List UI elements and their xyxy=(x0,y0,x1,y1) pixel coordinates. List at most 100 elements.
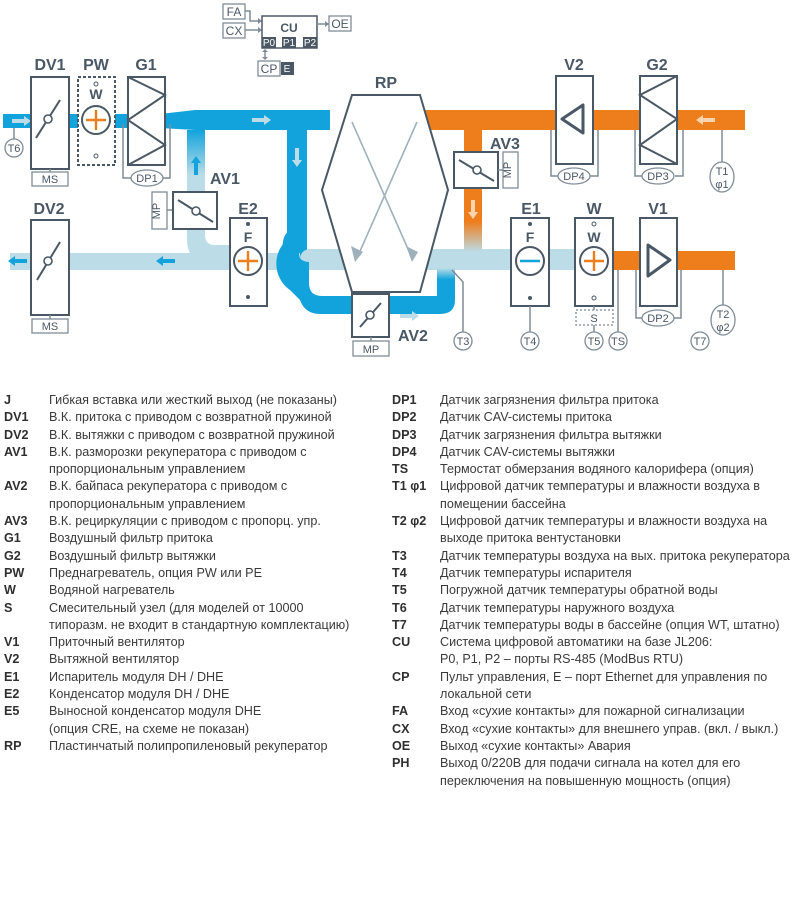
mp-av2-label: MP xyxy=(363,344,380,356)
legend-code: CX xyxy=(392,721,410,736)
legend-item: E2 Конденсатор модуля DH / DHE xyxy=(4,686,394,703)
svg-text:CU: CU xyxy=(280,21,297,35)
preheater-pw[interactable]: PW W xyxy=(77,57,116,166)
sensor-t5[interactable]: T5 xyxy=(584,331,604,351)
damper-dv1[interactable]: DV1 MS xyxy=(30,57,70,187)
arrow-left-icon xyxy=(696,115,715,125)
legend-code: S xyxy=(4,600,13,615)
legend-description: Преднагреватель, опция PW или PE xyxy=(49,565,262,580)
fan-v2[interactable]: V2 DP4 xyxy=(550,57,599,185)
legend-code: E1 xyxy=(4,669,20,684)
sensor-t2-phi2[interactable]: T2 φ2 xyxy=(710,270,736,336)
damper-av1[interactable]: AV1 MP xyxy=(151,171,240,230)
water-heater-w[interactable]: W W S xyxy=(574,201,614,333)
legend-item: PW Преднагреватель, опция PW или PE xyxy=(4,565,394,582)
damper-av2[interactable]: MP AV2 xyxy=(351,293,428,357)
fan-v1[interactable]: V1 DP2 xyxy=(635,201,682,327)
legend-description: В.К. разморозки рекуператора с приводом … xyxy=(49,444,307,477)
ms2-label: MS xyxy=(42,321,59,333)
legend-code: T5 xyxy=(392,583,407,598)
legend-code: PW xyxy=(4,565,25,580)
evaporator-e1[interactable]: E1 F xyxy=(510,201,550,333)
dv1-label: DV1 xyxy=(34,57,65,74)
e1-label: E1 xyxy=(521,201,541,218)
legend-description: Выносной конденсатор модуля DHE (опция C… xyxy=(49,704,262,736)
cu-controller[interactable]: CU P0 P1 P2 xyxy=(261,15,318,49)
w-w-label: W xyxy=(587,229,601,245)
pw-label: PW xyxy=(83,57,110,74)
legend-description: Воздушный фильтр вытяжки xyxy=(49,548,216,563)
legend-code: T7 xyxy=(392,617,407,632)
legend-code: AV1 xyxy=(4,444,28,459)
dp4-label: DP4 xyxy=(563,171,584,183)
sensor-ts[interactable]: TS xyxy=(608,270,628,351)
damper-av3[interactable]: AV3 MP xyxy=(453,136,520,189)
legend-description: Цифровой датчик температуры и влажности … xyxy=(440,479,760,511)
legend-description: Датчик CAV-системы вытяжки xyxy=(440,444,615,459)
sensor-t3[interactable]: T3 xyxy=(451,269,473,351)
svg-text:T6: T6 xyxy=(8,143,21,155)
v1-label: V1 xyxy=(648,201,668,218)
legend-description: Датчик температуры наружного воздуха xyxy=(440,600,675,615)
legend-code: TS xyxy=(392,462,409,477)
dp1-label: DP1 xyxy=(136,173,157,185)
legend-code: DV1 xyxy=(4,410,29,425)
svg-text:T5: T5 xyxy=(588,336,601,348)
g1-label: G1 xyxy=(135,57,156,74)
svg-text:TS: TS xyxy=(611,336,625,348)
legend-code: T1 φ1 xyxy=(392,479,427,494)
ventilation-diagram: RP DV1 MS T6 PW W G1 DP1 xyxy=(3,3,745,357)
arrow-right-icon xyxy=(12,116,31,126)
w-label: W xyxy=(586,201,602,218)
svg-text:CP: CP xyxy=(261,62,278,76)
sensor-t1-phi1[interactable]: T1 φ1 xyxy=(709,130,735,193)
legend-description: Датчик загрязнения фильтра притока xyxy=(440,393,659,407)
filter-g1[interactable]: G1 DP1 xyxy=(122,57,171,187)
svg-text:CX: CX xyxy=(226,24,243,38)
recuperator-rp[interactable]: RP xyxy=(320,75,450,293)
oe-output[interactable]: OE xyxy=(328,15,352,32)
e1-f-label: F xyxy=(526,229,535,245)
svg-text:FA: FA xyxy=(227,5,242,19)
legend-description: Погружной датчик температуры обратной во… xyxy=(440,583,718,598)
dv2-label: DV2 xyxy=(33,201,64,218)
cx-input[interactable]: CX xyxy=(222,22,246,39)
damper-dv2[interactable]: DV2 MS xyxy=(30,201,70,334)
legend-code: E2 xyxy=(4,687,20,702)
legend-description: Конденсатор модуля DH / DHE xyxy=(49,687,230,702)
dp2-label: DP2 xyxy=(647,313,668,325)
legend-code: AV2 xyxy=(4,479,28,494)
legend-code: V1 xyxy=(4,635,20,650)
sensor-t7[interactable]: T7 xyxy=(690,331,710,351)
condenser-e2[interactable]: E2 F xyxy=(229,201,268,307)
cp-panel[interactable]: CP E xyxy=(257,60,294,77)
legend-description: Испаритель модуля DH / DHE xyxy=(49,669,224,684)
sensor-t6[interactable]: T6 xyxy=(4,128,24,158)
arrow-left-icon xyxy=(8,256,27,266)
legend-description: Система цифровой автоматики на базе JL20… xyxy=(440,635,713,667)
mp-av1-label: MP xyxy=(151,203,163,220)
fa-input[interactable]: FA xyxy=(222,3,246,20)
legend-code: DV2 xyxy=(4,427,29,442)
sensor-t4[interactable]: T4 xyxy=(520,331,540,351)
legend-description: Датчик температуры испарителя xyxy=(440,565,632,580)
legend-code: DP2 xyxy=(392,410,417,425)
legend-code: CU xyxy=(392,635,411,650)
svg-text:T2: T2 xyxy=(717,309,730,321)
filter-g2[interactable]: G2 DP3 xyxy=(634,57,684,185)
